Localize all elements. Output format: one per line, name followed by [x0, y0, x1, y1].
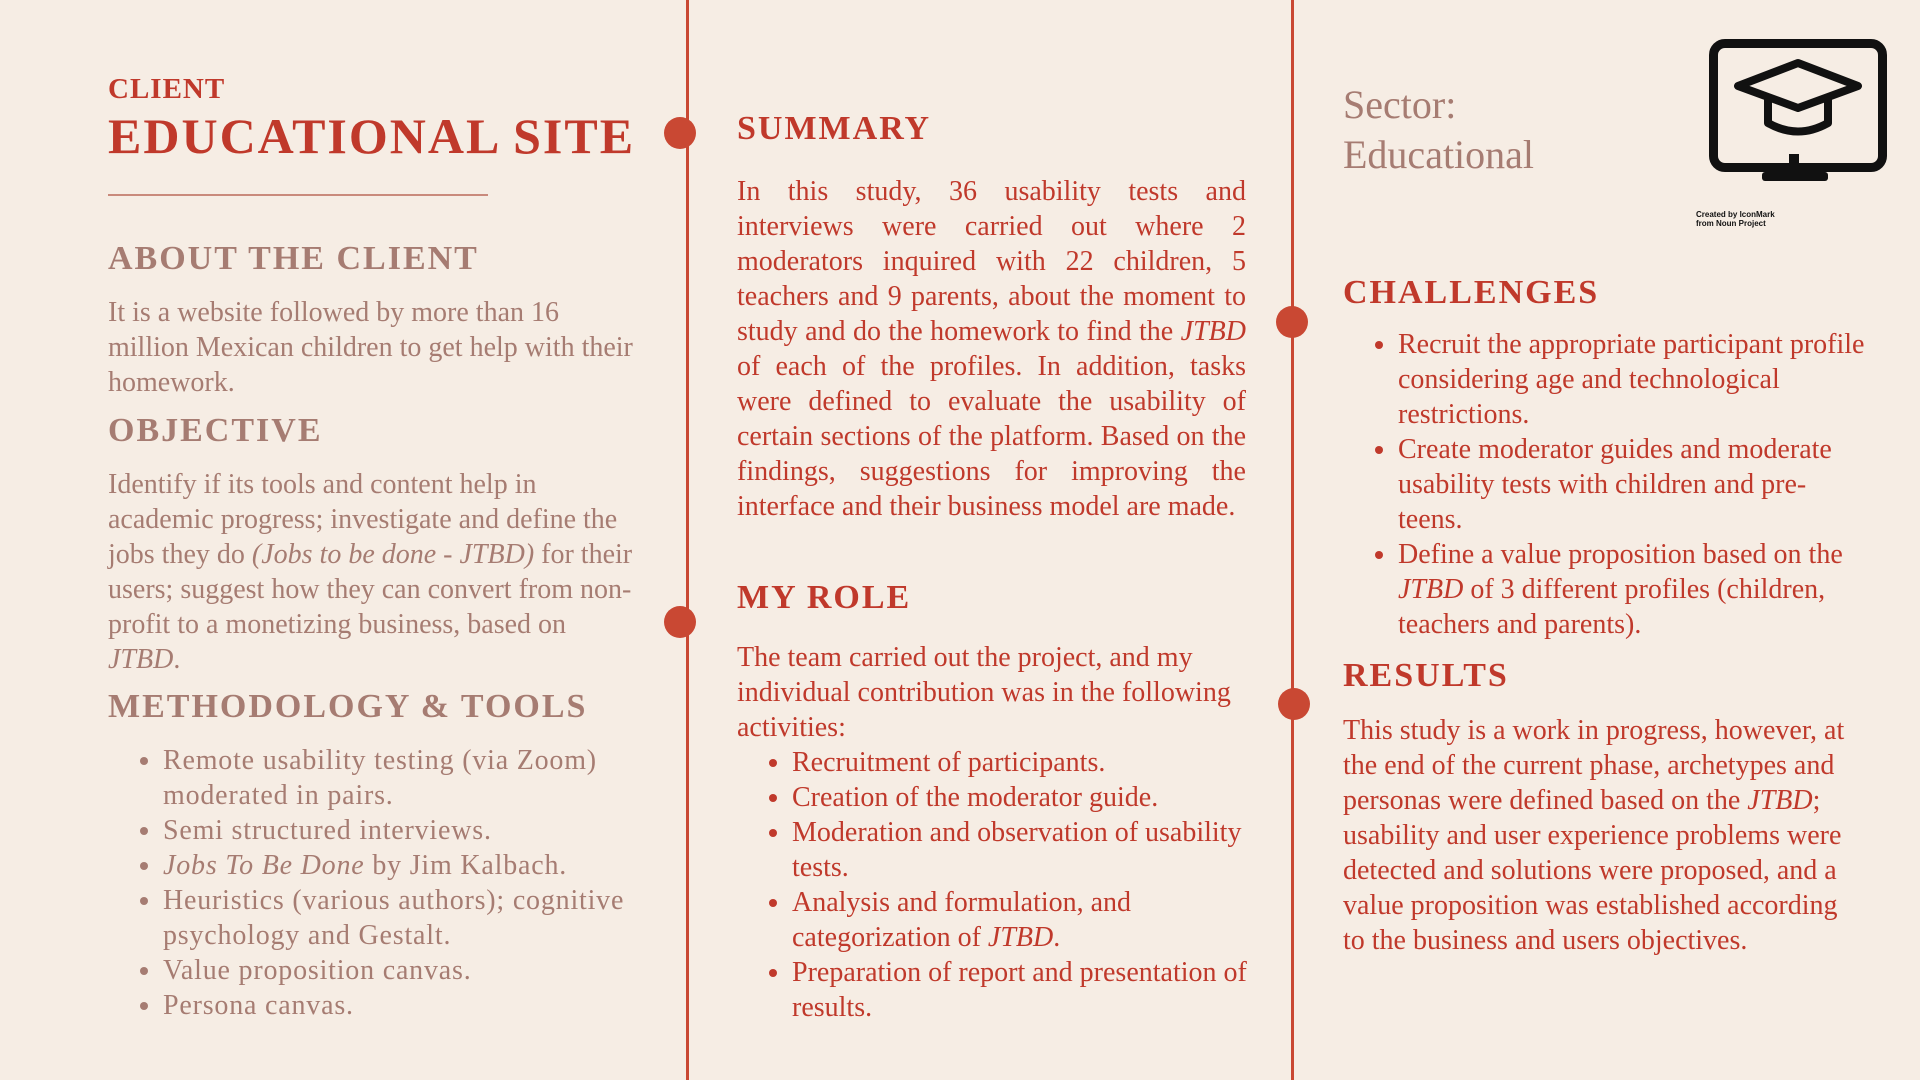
list-item: Create moderator guides and moderate usa…: [1398, 432, 1868, 537]
timeline-dot: [1276, 306, 1308, 338]
title-divider: [108, 194, 488, 196]
list-item: Heuristics (various authors); cognitive …: [163, 883, 683, 953]
timeline-line-left: [686, 0, 689, 1080]
summary-heading: SUMMARY: [737, 110, 932, 147]
monitor-base: [1762, 172, 1828, 181]
role-list: Recruitment of participants. Creation of…: [737, 745, 1292, 1025]
results-heading: RESULTS: [1343, 657, 1509, 694]
about-heading: ABOUT THE CLIENT: [108, 240, 479, 277]
list-item: Recruit the appropriate participant prof…: [1398, 327, 1868, 432]
list-item: Analysis and formulation, and categoriza…: [792, 885, 1292, 955]
client-label: CLIENT: [108, 73, 226, 105]
objective-text: Identify if its tools and content help i…: [108, 469, 633, 675]
methodology-list: Remote usability testing (via Zoom) mode…: [108, 743, 683, 1023]
role-intro: The team carried out the project, and my…: [737, 642, 1231, 743]
list-item: Remote usability testing (via Zoom) mode…: [163, 743, 683, 813]
sector-label: Sector: Educational: [1343, 82, 1535, 177]
objective-heading: OBJECTIVE: [108, 412, 323, 449]
graduation-monitor-icon: [1709, 39, 1887, 172]
role-heading: MY ROLE: [737, 579, 912, 616]
list-item: Jobs To Be Done by Jim Kalbach.: [163, 848, 683, 883]
timeline-dot: [664, 117, 696, 149]
list-item: Persona canvas.: [163, 988, 683, 1023]
challenges-heading: CHALLENGES: [1343, 274, 1600, 311]
monitor-stand: [1789, 154, 1799, 174]
timeline-line-right: [1291, 0, 1294, 1080]
timeline-dot: [664, 606, 696, 638]
results-text: This study is a work in progress, howeve…: [1343, 715, 1845, 956]
list-item: Moderation and observation of usability …: [792, 815, 1292, 885]
list-item: Value proposition canvas.: [163, 953, 683, 988]
list-item: Define a value proposition based on the …: [1398, 537, 1868, 642]
graduation-cap-icon: [1734, 59, 1862, 136]
list-item: Creation of the moderator guide.: [792, 780, 1292, 815]
methodology-heading: METHODOLOGY & TOOLS: [108, 688, 588, 725]
list-item: Recruitment of participants.: [792, 745, 1292, 780]
about-text: It is a website followed by more than 16…: [108, 297, 633, 398]
timeline-dot: [1278, 688, 1310, 720]
list-item: Preparation of report and presentation o…: [792, 955, 1292, 1025]
challenges-list: Recruit the appropriate participant prof…: [1343, 327, 1868, 642]
icon-credit: Created by IconMark from Noun Project: [1696, 210, 1775, 228]
client-name: EDUCATIONAL SITE: [108, 108, 636, 164]
list-item: Semi structured interviews.: [163, 813, 683, 848]
summary-text: In this study, 36 usability tests and in…: [737, 176, 1246, 522]
